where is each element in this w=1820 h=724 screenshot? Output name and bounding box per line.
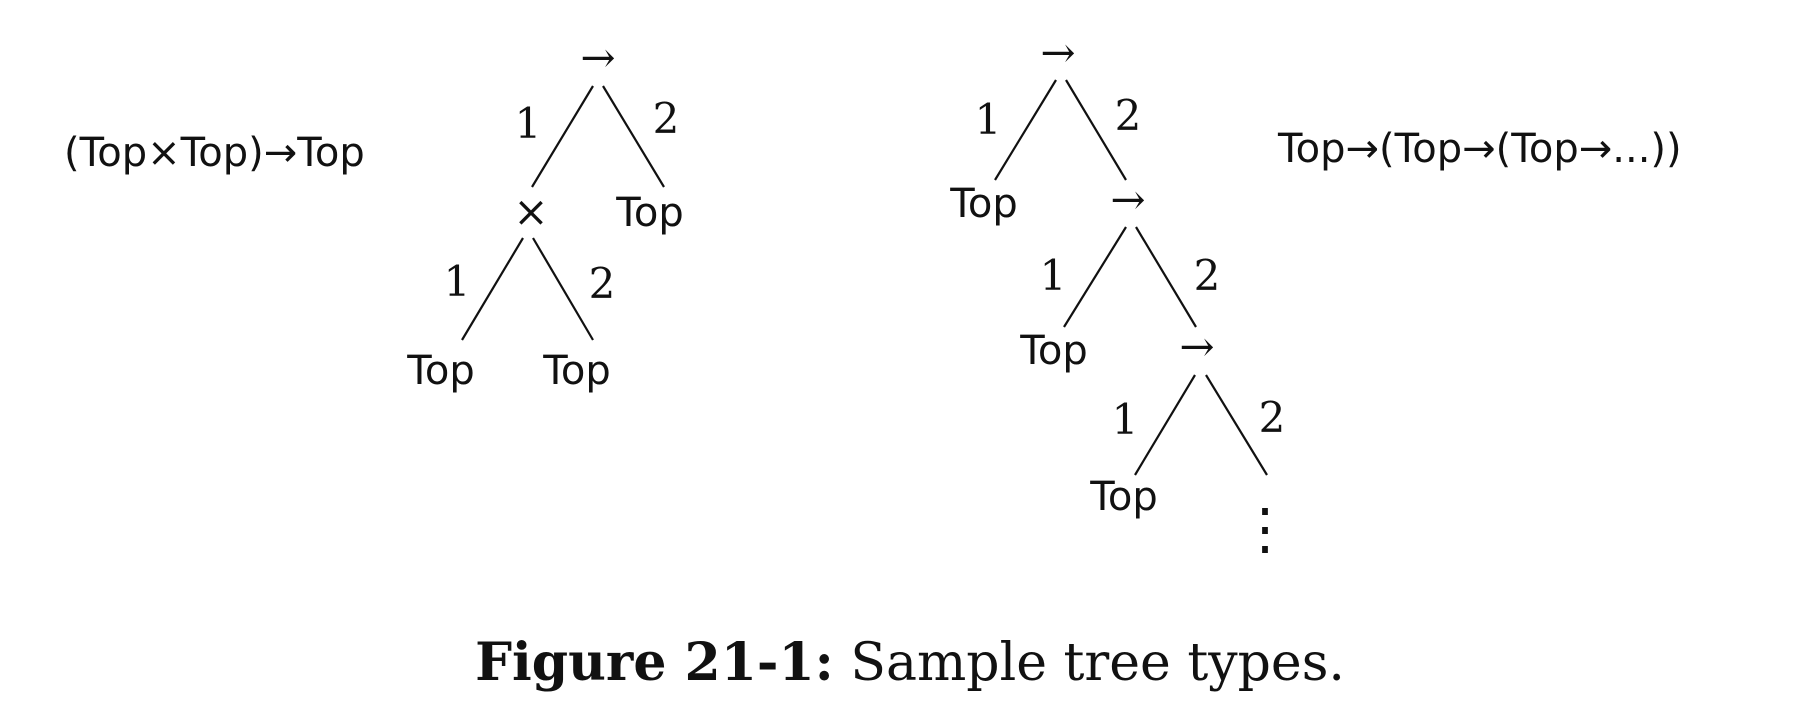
right-type-expression: Top→(Top→(Top→...)) bbox=[1277, 126, 1682, 172]
right-tree-continuation-dots: ⋮ bbox=[1237, 497, 1293, 562]
figure-caption: Figure 21-1: Sample tree types. bbox=[475, 632, 1345, 693]
left-tree-edge-1 bbox=[531, 85, 594, 188]
right-tree-level-2-edge-2 bbox=[1135, 226, 1197, 328]
left-tree-right-leaf: Top bbox=[615, 190, 684, 236]
right-tree-level-3-edge-2 bbox=[1205, 374, 1268, 476]
left-type-expression: (Top×Top)→Top bbox=[64, 130, 365, 176]
right-tree-level-2-arrow: → bbox=[1110, 175, 1145, 224]
right-tree-level-1-edge-2 bbox=[1065, 79, 1127, 181]
right-tree-level-1-edge-label-1: 1 bbox=[975, 95, 1002, 144]
figure-caption-label: Figure 21-1: bbox=[475, 632, 834, 693]
right-tree-level-1-arrow: → bbox=[1040, 28, 1075, 77]
left-tree-leaf-1: Top bbox=[406, 348, 475, 394]
right-tree-level-2-edge-label-1: 1 bbox=[1040, 251, 1067, 300]
right-tree-level-1-edge-1 bbox=[994, 79, 1057, 181]
figure-caption-text: Sample tree types. bbox=[834, 633, 1345, 693]
left-tree-edge-label-1: 1 bbox=[515, 99, 542, 148]
left-tree: → 1 2 × Top 1 2 Top Top bbox=[406, 33, 684, 394]
right-tree-level-2-edge-1 bbox=[1063, 226, 1127, 328]
left-tree-inner-edge-1 bbox=[461, 237, 524, 341]
right-tree-level-3-edge-label-1: 1 bbox=[1112, 395, 1139, 444]
left-tree-root-arrow: → bbox=[580, 33, 615, 82]
left-tree-edge-2 bbox=[602, 85, 665, 188]
right-tree-level-1-leaf: Top bbox=[949, 181, 1018, 227]
right-tree: → 1 2 Top → 1 2 Top → 1 2 Top ⋮ bbox=[949, 28, 1293, 562]
right-tree-level-1-edge-label-2: 2 bbox=[1115, 91, 1142, 140]
left-tree-inner-edge-label-2: 2 bbox=[589, 259, 616, 308]
right-tree-level-2-edge-label-2: 2 bbox=[1194, 251, 1221, 300]
left-tree-inner-edge-2 bbox=[532, 237, 594, 341]
left-tree-leaf-2: Top bbox=[542, 348, 611, 394]
right-tree-level-3-leaf: Top bbox=[1089, 474, 1158, 520]
right-tree-level-3-edge-1 bbox=[1134, 374, 1196, 476]
left-tree-edge-label-2: 2 bbox=[653, 94, 680, 143]
right-tree-level-3-arrow: → bbox=[1179, 322, 1214, 371]
right-tree-level-2-leaf: Top bbox=[1019, 328, 1088, 374]
left-tree-product-node: × bbox=[513, 187, 548, 236]
left-tree-inner-edge-label-1: 1 bbox=[444, 257, 471, 306]
right-tree-level-3-edge-label-2: 2 bbox=[1259, 393, 1286, 442]
